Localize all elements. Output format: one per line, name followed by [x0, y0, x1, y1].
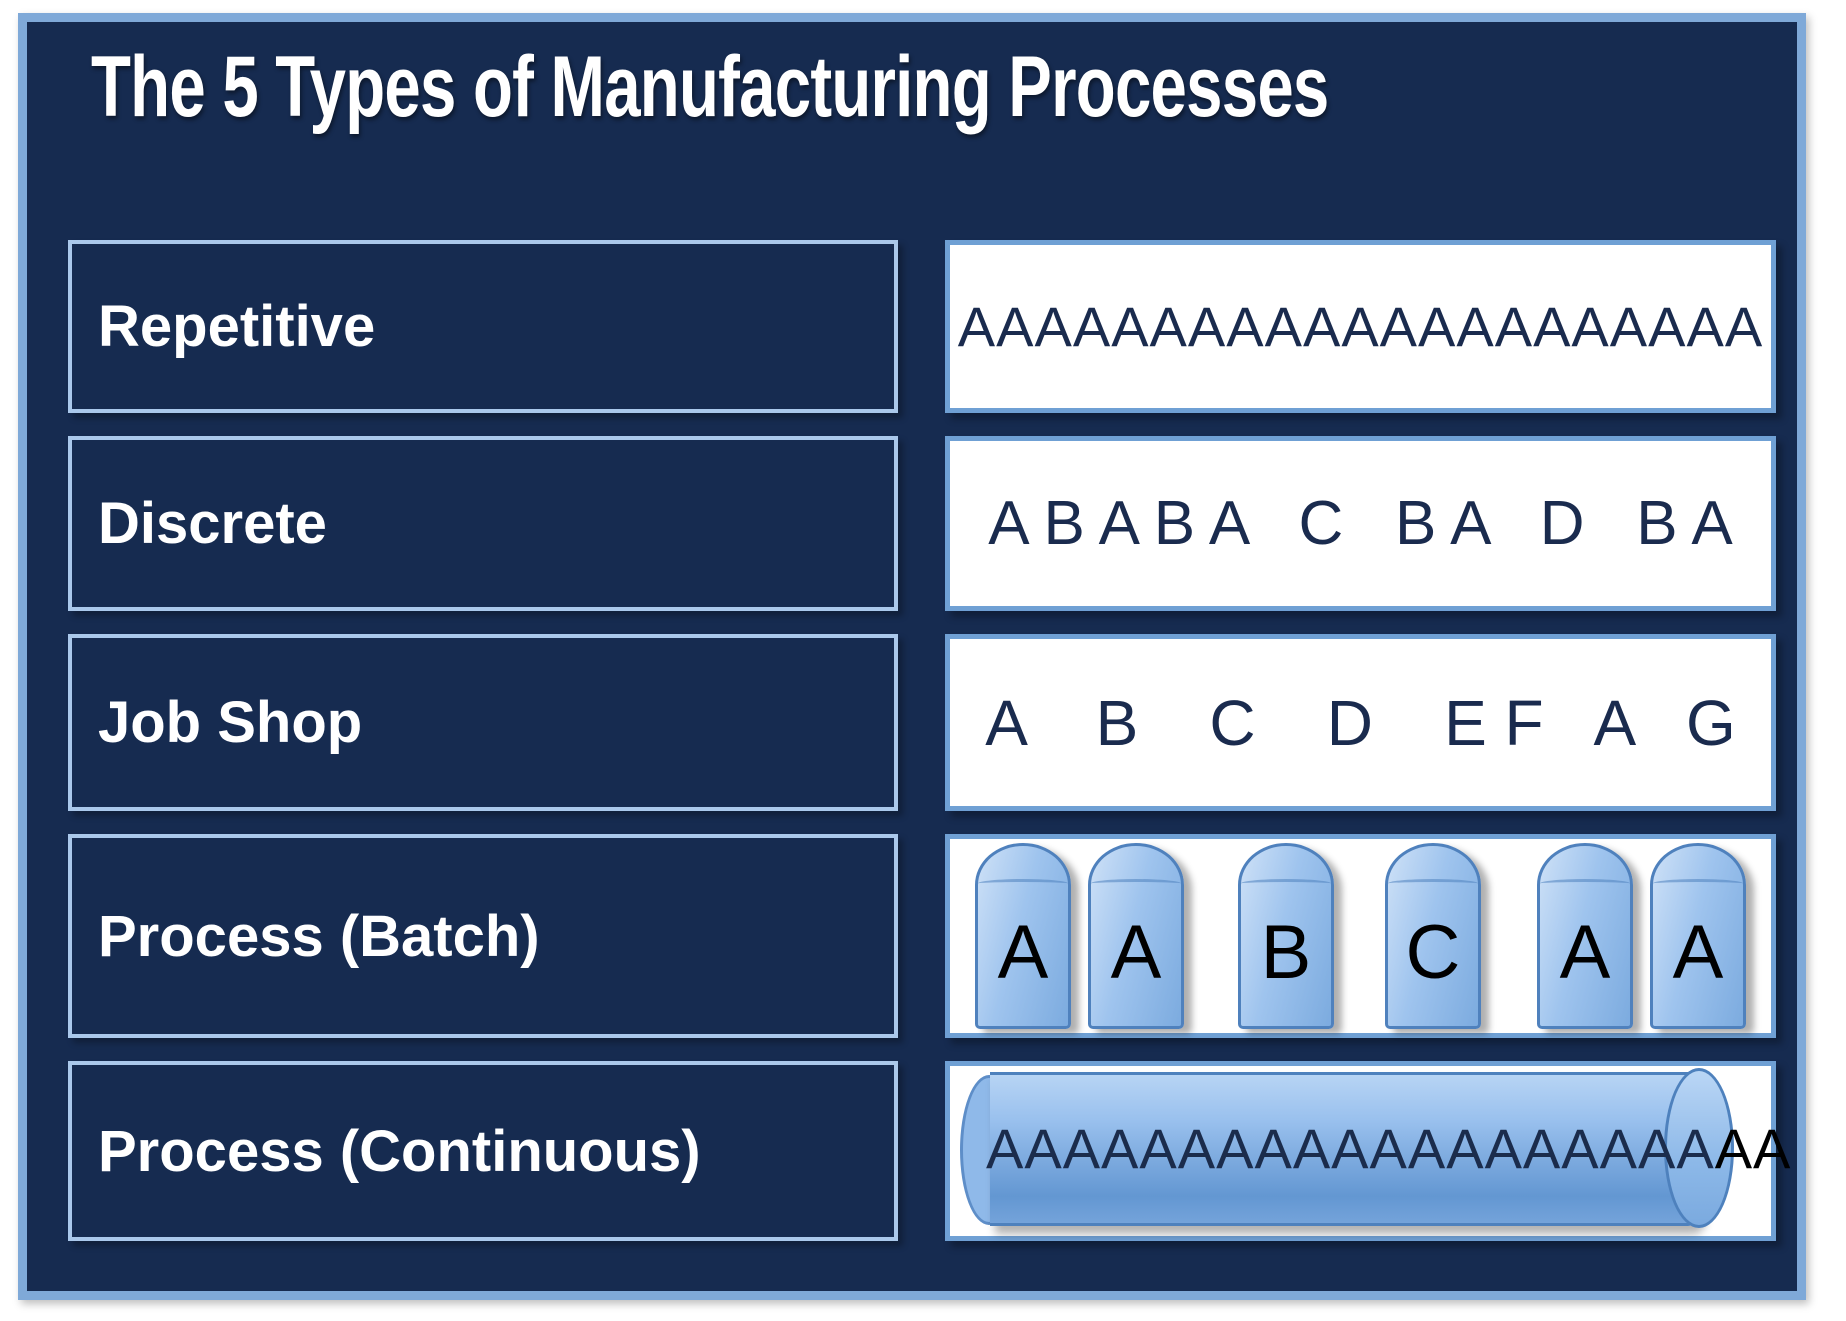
continuous-cylinder: AAAAAAAAAAAAAAAAAAAAA [950, 1066, 1790, 1236]
continuous-sequence-overflow: AA [1714, 1116, 1792, 1180]
label-box-job-shop: Job Shop [68, 634, 898, 811]
content-box-process-continuous: AAAAAAAAAAAAAAAAAAAAA [945, 1061, 1790, 1241]
batch-tank-4-letter: C [1405, 910, 1461, 995]
batch-tank-1: A [975, 843, 1071, 1029]
cylinder-body [990, 1072, 1700, 1226]
batch-tank-3: B [1238, 843, 1334, 1029]
batch-tank-5: A [1537, 843, 1633, 1029]
batch-tank-2-letter: A [1110, 910, 1162, 995]
label-process-batch: Process (Batch) [98, 903, 540, 969]
batch-tank-3-letter: B [1260, 910, 1312, 995]
slide: The 5 Types of Manufacturing Processes R… [18, 13, 1806, 1300]
batch-tank-4: C [1385, 843, 1481, 1029]
label-box-repetitive: Repetitive [68, 240, 898, 413]
batch-tank-6-letter: A [1672, 910, 1724, 995]
batch-tanks: A A B C A A [950, 839, 1771, 1033]
label-process-continuous: Process (Continuous) [98, 1118, 701, 1184]
page-title: The 5 Types of Manufacturing Processes [91, 39, 1329, 135]
repetitive-sequence: AAAAAAAAAAAAAAAAAAAAA [957, 294, 1764, 358]
continuous-sequence-main: AAAAAAAAAAAAAAAAAAA [986, 1116, 1715, 1180]
batch-tank-2: A [1088, 843, 1184, 1029]
cylinder-right-cap [1664, 1068, 1734, 1228]
discrete-sequence: A B A B A C B A D B A [988, 488, 1733, 558]
label-repetitive: Repetitive [98, 294, 376, 359]
label-job-shop: Job Shop [98, 690, 363, 755]
process-grid: Repetitive AAAAAAAAAAAAAAAAAAAAA Discret… [68, 240, 1790, 1241]
label-box-process-batch: Process (Batch) [68, 834, 898, 1038]
batch-tank-6: A [1650, 843, 1746, 1029]
batch-tank-1-letter: A [997, 910, 1049, 995]
content-box-process-batch: A A B C A A [945, 834, 1776, 1038]
continuous-sequence: AAAAAAAAAAAAAAAAAAAAA [986, 1120, 1791, 1177]
label-box-process-continuous: Process (Continuous) [68, 1061, 898, 1241]
job-shop-sequence: A B C D E F A G [985, 686, 1736, 759]
content-box-repetitive: AAAAAAAAAAAAAAAAAAAAA [945, 240, 1776, 413]
content-box-job-shop: A B C D E F A G [945, 634, 1776, 811]
content-box-discrete: A B A B A C B A D B A [945, 436, 1776, 611]
label-box-discrete: Discrete [68, 436, 898, 611]
batch-tank-5-letter: A [1559, 910, 1611, 995]
label-discrete: Discrete [98, 491, 327, 556]
